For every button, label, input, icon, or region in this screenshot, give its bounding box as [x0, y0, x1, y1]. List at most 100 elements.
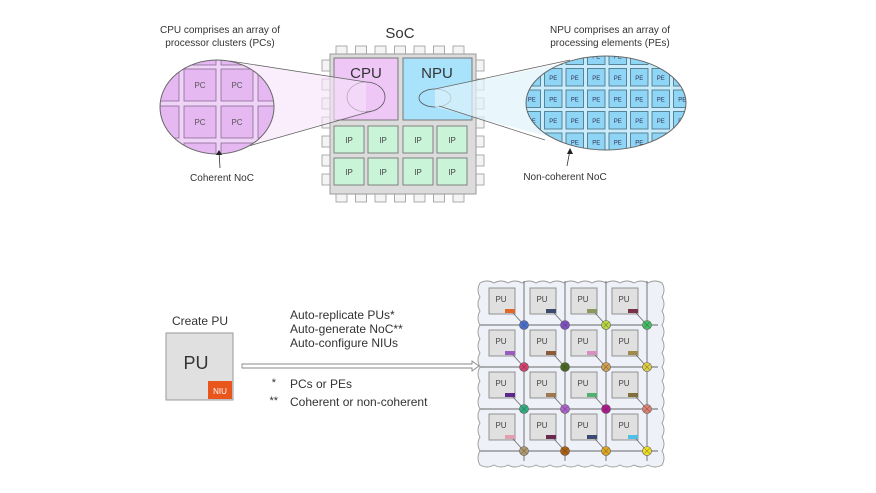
pe-label: PE	[700, 162, 708, 168]
chip-pin	[475, 173, 485, 186]
pe-cell: PE	[608, 132, 627, 150]
pe-cell: PE	[526, 89, 541, 108]
pe-rect	[695, 90, 713, 108]
router-cross-icon	[562, 448, 568, 454]
pc-rect	[160, 60, 180, 66]
grid-pu-label: PU	[536, 379, 547, 388]
grid-niu	[587, 435, 597, 439]
grid-pu: PU	[529, 329, 570, 372]
pe-cell: PE	[545, 155, 563, 173]
pe-label: PE	[700, 140, 708, 146]
pe-cell: PE	[608, 68, 627, 87]
ip-label: IP	[448, 136, 456, 145]
pe-label: PE	[657, 76, 665, 82]
grid-pu-box	[611, 371, 639, 399]
ip-block-rect	[367, 157, 399, 186]
pc-rect	[183, 60, 217, 66]
ip-block-rect	[436, 125, 468, 154]
pe-cell: PE	[565, 89, 584, 108]
pe-cell: PE	[695, 133, 713, 151]
pe-cell: PE	[587, 89, 606, 108]
grid-niu	[505, 351, 515, 355]
ip-block: IP	[333, 157, 365, 186]
router-cross-icon	[562, 322, 568, 328]
pe-cell: PE	[695, 155, 713, 173]
pe-rect	[587, 68, 606, 87]
pe-rect	[526, 89, 541, 108]
footnote-2-text: Coherent or non-coherent	[290, 395, 428, 409]
pe-label: PE	[571, 76, 579, 82]
pc-rect	[160, 105, 180, 139]
grid-pu-label: PU	[618, 421, 629, 430]
pe-cell: PE	[651, 89, 670, 108]
pe-cell: PE	[630, 68, 649, 87]
ip-block-rect	[402, 125, 434, 154]
pe-rect	[609, 155, 627, 173]
pe-label: PE	[528, 140, 536, 146]
pc-label: PC	[194, 81, 205, 90]
pe-rect	[674, 155, 692, 173]
pe-cell: PE	[587, 111, 606, 130]
pc-cell	[160, 68, 180, 102]
chip-pin	[394, 193, 406, 203]
pe-cell: PE	[565, 68, 584, 87]
soc-label: SoC	[385, 25, 414, 42]
grid-niu	[587, 393, 597, 397]
pe-label: PE	[678, 54, 686, 60]
footnote-1-mark: *	[272, 377, 277, 389]
grid-niu	[546, 351, 556, 355]
grid-niu	[628, 309, 638, 313]
niu-label: NIU	[213, 387, 227, 396]
pe-label: PE	[549, 140, 557, 146]
pe-cell: PE	[695, 90, 713, 108]
router-cross-icon	[603, 448, 609, 454]
ip-block: IP	[402, 157, 434, 186]
grid-pu-label: PU	[495, 421, 506, 430]
grid-pu-label: PU	[618, 295, 629, 304]
grid-pu: PU	[611, 287, 652, 330]
grid-niu	[587, 351, 597, 355]
pe-label: PE	[678, 140, 686, 146]
router-cross-icon	[644, 364, 650, 370]
pe-label: PE	[571, 140, 579, 146]
pe-cell: PE	[695, 112, 713, 130]
pe-rect	[608, 56, 627, 65]
pe-rect	[608, 132, 627, 150]
pe-rect	[695, 47, 713, 65]
pe-cell: PE	[673, 89, 686, 108]
grid-pu: PU	[570, 413, 611, 456]
pe-label: PE	[614, 54, 622, 60]
pc-cell	[160, 60, 180, 66]
pe-cell: PE	[652, 155, 670, 173]
pc-rect	[160, 68, 180, 102]
ip-block-rect	[402, 157, 434, 186]
grid-pu: PU	[529, 413, 570, 456]
pe-cell: PE	[673, 54, 686, 65]
pc-cell	[160, 105, 180, 139]
grid-pu: PU	[611, 371, 652, 414]
pe-rect	[565, 68, 584, 87]
grid-pu-label: PU	[618, 379, 629, 388]
pc-cell	[257, 60, 274, 66]
pc-cell: PC	[220, 105, 254, 139]
ip-label: IP	[345, 168, 353, 177]
pe-label: PE	[571, 119, 579, 125]
pe-cell: PE	[674, 155, 692, 173]
ip-block-rect	[436, 157, 468, 186]
router-cross-icon	[521, 448, 527, 454]
ip-label: IP	[379, 168, 387, 177]
cpu-caption-line2: processor clusters (PCs)	[165, 38, 274, 49]
pc-cell	[183, 142, 217, 154]
chip-pin	[335, 45, 348, 55]
pe-label: PE	[700, 54, 708, 60]
grid-pu-label: PU	[577, 295, 588, 304]
ip-label: IP	[448, 168, 456, 177]
pc-cell: PC	[183, 105, 217, 139]
pe-rect	[588, 155, 606, 173]
pe-rect	[565, 89, 584, 108]
pe-rect	[608, 89, 627, 108]
noncoherent-noc-label: Non-coherent NoC	[523, 172, 606, 183]
grid-pu: PU	[570, 371, 611, 414]
pe-cell: PE	[544, 68, 563, 87]
grid-niu	[505, 309, 515, 313]
